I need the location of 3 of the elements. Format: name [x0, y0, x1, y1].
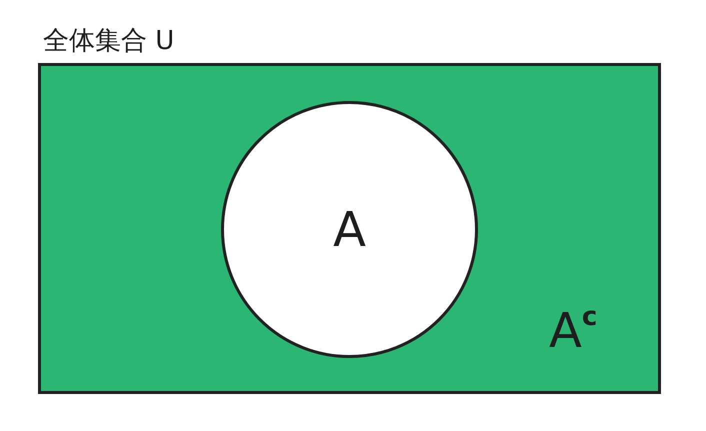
- set-title: 全体集合 U: [43, 28, 174, 54]
- set-label: A: [333, 206, 366, 254]
- set-label: A$^{c}$: [549, 304, 598, 355]
